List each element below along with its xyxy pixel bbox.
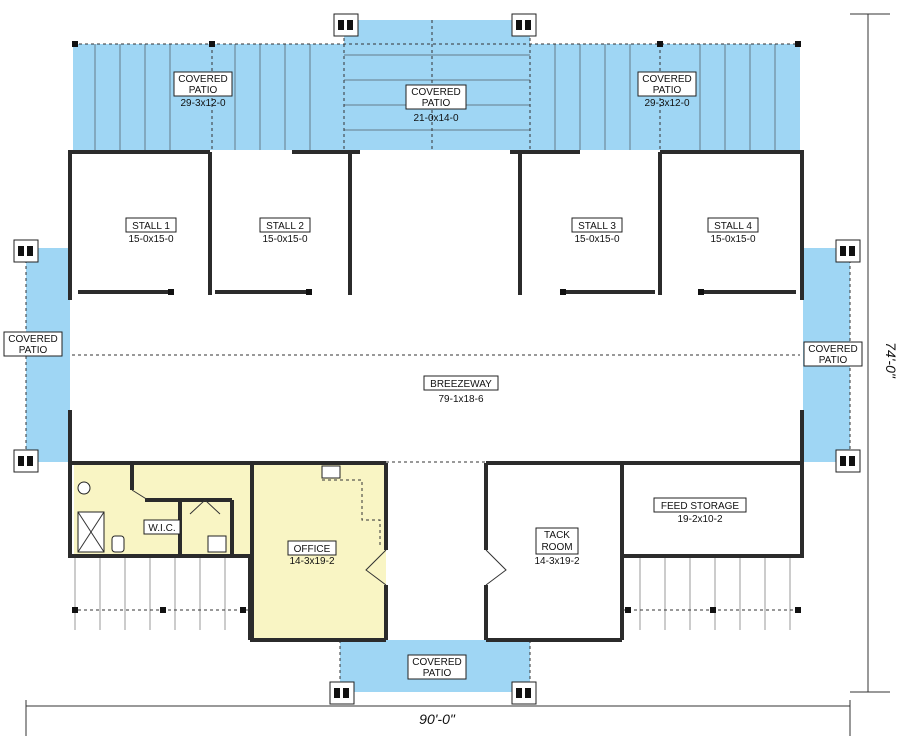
toilet — [111, 535, 125, 553]
stall2-name: STALL 2 — [266, 221, 304, 232]
patio-tc-size: 21-0x14-0 — [413, 113, 458, 124]
tack-name-2: ROOM — [541, 542, 572, 553]
label-box-patio-tr — [637, 71, 697, 97]
stall4-name: STALL 4 — [714, 221, 752, 232]
breezeway-size: 79-1x18-6 — [438, 394, 483, 405]
patio-tc-name-1: COVERED — [411, 87, 460, 98]
label-box-patio-left — [3, 331, 63, 357]
patio-left-name-2: PATIO — [19, 345, 48, 356]
washer — [207, 535, 227, 553]
patio-tr-size: 29-3x12-0 — [644, 98, 689, 109]
stall-walls — [78, 152, 796, 295]
patio-tc-name-2: PATIO — [422, 98, 451, 109]
exterior-walls — [68, 150, 804, 642]
label-box-patio-tl — [173, 71, 233, 97]
stall2-size: 15-0x15-0 — [262, 234, 307, 245]
office-sink — [321, 465, 341, 479]
wic-name: W.I.C. — [148, 523, 175, 534]
patio-tr-name-1: COVERED — [642, 74, 691, 85]
stall3-name: STALL 3 — [578, 221, 616, 232]
label-box-stall2 — [259, 217, 311, 233]
patio-right-name-1: COVERED — [808, 344, 857, 355]
tack-name-1: TACK — [544, 530, 570, 541]
office-name: OFFICE — [294, 544, 331, 555]
tack-size: 14-3x19-2 — [534, 556, 579, 567]
stall1-size: 15-0x15-0 — [128, 234, 173, 245]
label-box-stall4 — [707, 217, 759, 233]
shower-x2 — [77, 511, 105, 553]
feed-size: 19-2x10-2 — [677, 514, 722, 525]
label-box-patio-tc — [405, 84, 467, 110]
patio-tl-name-1: COVERED — [178, 74, 227, 85]
label-box-stall3 — [571, 217, 623, 233]
bottom-rafters — [74, 558, 791, 630]
label-box-feed — [653, 497, 747, 513]
width-dimension: 90'-0" — [419, 711, 456, 727]
stall3-size: 15-0x15-0 — [574, 234, 619, 245]
patio-tr-name-2: PATIO — [653, 85, 682, 96]
label-box-patio-right — [803, 341, 863, 367]
patio-tl-name-2: PATIO — [189, 85, 218, 96]
dimension-lines — [25, 13, 890, 736]
feed-name: FEED STORAGE — [661, 501, 739, 512]
stall1-name: STALL 1 — [132, 221, 170, 232]
patio-tl-size: 29-3x12-0 — [180, 98, 225, 109]
label-box-tack — [535, 527, 579, 555]
patio-left-name-1: COVERED — [8, 334, 57, 345]
door-swings — [131, 489, 507, 586]
depth-dimension: 74'-0" — [883, 342, 899, 379]
stall4-size: 15-0x15-0 — [710, 234, 755, 245]
sink-basin — [77, 481, 91, 495]
label-box-stall1 — [125, 217, 177, 233]
label-box-breezeway — [423, 375, 499, 391]
patio-bottom-name-2: PATIO — [423, 668, 452, 679]
patio-right-name-2: PATIO — [819, 355, 848, 366]
label-box-patio-bottom — [407, 654, 467, 680]
breezeway-name: BREEZEWAY — [430, 379, 492, 390]
patio-bottom-name-1: COVERED — [412, 657, 461, 668]
label-box-wic — [143, 519, 181, 535]
column-pads — [13, 13, 861, 705]
office-counter — [322, 479, 381, 545]
posts — [72, 41, 801, 613]
office-size: 14-3x19-2 — [289, 556, 334, 567]
label-box-office — [287, 540, 337, 556]
